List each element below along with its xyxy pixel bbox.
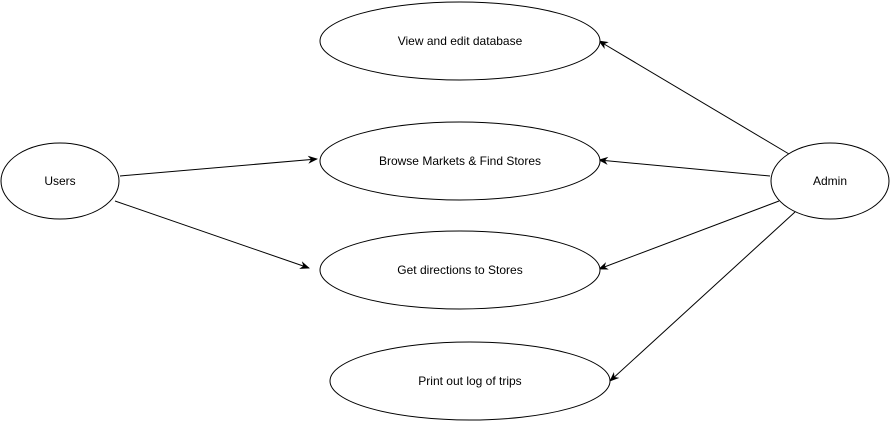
edge-admin-to-browse-markets [598,156,771,177]
edge-users-to-browse-markets [119,155,318,177]
edge-users-to-get-directions [114,200,310,269]
edges-layer [114,40,796,382]
use-case-browse-markets[interactable]: Browse Markets & Find Stores [319,121,601,201]
use-case-ellipse [319,121,601,201]
actor-label: Admin [813,174,847,188]
edge-admin-to-view-edit-db [598,40,790,155]
use-case-label: Get directions to Stores [397,263,522,277]
edge-admin-to-print-log [609,211,796,382]
use-case-ellipse [329,341,611,421]
use-case-label: Browse Markets & Find Stores [379,154,541,168]
use-case-get-directions[interactable]: Get directions to Stores [319,230,601,310]
use-case-ellipse [319,1,601,81]
actor-label: Users [44,174,75,188]
actor-admin[interactable]: Admin [770,142,890,220]
use-case-label: Print out log of trips [418,374,521,388]
use-case-print-log[interactable]: Print out log of trips [329,341,611,421]
use-case-label: View and edit database [398,34,523,48]
actor-ellipse [0,142,120,220]
actor-users[interactable]: Users [0,142,120,220]
use-case-ellipse [319,230,601,310]
use-case-view-edit-database[interactable]: View and edit database [319,1,601,81]
edge-admin-to-get-directions [598,200,780,270]
actor-ellipse [770,142,890,220]
